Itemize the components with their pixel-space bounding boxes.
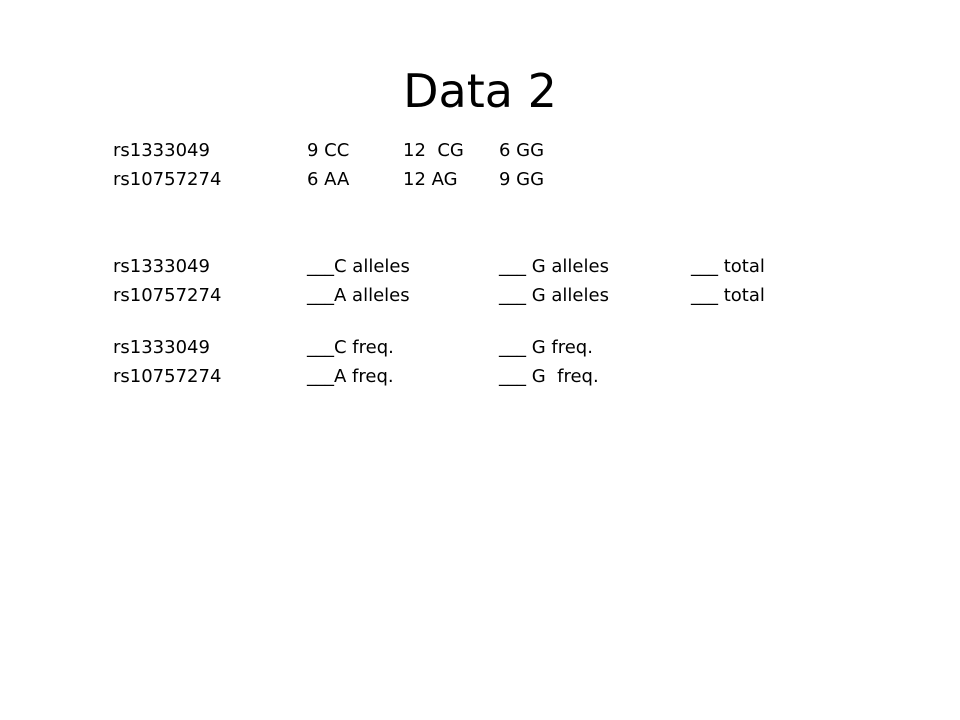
slide-title: Data 2	[403, 64, 557, 118]
allele-count-blank: ___ G alleles	[499, 256, 609, 277]
allele-count-row: rs10757274 ___A alleles ___ G alleles __…	[113, 281, 913, 310]
genotype-row: rs10757274 6 AA 12 AG 9 GG	[113, 165, 913, 194]
snp-id: rs1333049	[113, 256, 210, 277]
genotype-row: rs1333049 9 CC 12 CG 6 GG	[113, 136, 913, 165]
slide-body: rs1333049 9 CC 12 CG 6 GG rs10757274 6 A…	[113, 136, 913, 391]
snp-id: rs10757274	[113, 366, 222, 387]
allele-total-blank: ___ total	[691, 285, 765, 306]
snp-id: rs1333049	[113, 337, 210, 358]
genotype-count: 12 CG	[403, 140, 464, 161]
snp-id: rs1333049	[113, 140, 210, 161]
snp-id: rs10757274	[113, 285, 222, 306]
genotype-count: 9 GG	[499, 169, 545, 190]
genotype-count: 12 AG	[403, 169, 458, 190]
genotype-count: 6 AA	[307, 169, 350, 190]
genotype-count: 6 GG	[499, 140, 545, 161]
allele-freq-blank: ___C freq.	[307, 337, 394, 358]
allele-count-row: rs1333049 ___C alleles ___ G alleles ___…	[113, 252, 913, 281]
allele-count-blank: ___ G alleles	[499, 285, 609, 306]
spacer	[113, 194, 913, 252]
allele-total-blank: ___ total	[691, 256, 765, 277]
allele-freq-blank: ___ G freq.	[499, 337, 593, 358]
snp-id: rs10757274	[113, 169, 222, 190]
allele-freq-row: rs1333049 ___C freq. ___ G freq.	[113, 333, 913, 362]
allele-count-blank: ___C alleles	[307, 256, 410, 277]
allele-freq-blank: ___ G freq.	[499, 366, 599, 387]
spacer	[113, 310, 913, 333]
genotype-count: 9 CC	[307, 140, 350, 161]
allele-freq-blank: ___A freq.	[307, 366, 394, 387]
allele-count-blank: ___A alleles	[307, 285, 410, 306]
allele-freq-row: rs10757274 ___A freq. ___ G freq.	[113, 362, 913, 391]
